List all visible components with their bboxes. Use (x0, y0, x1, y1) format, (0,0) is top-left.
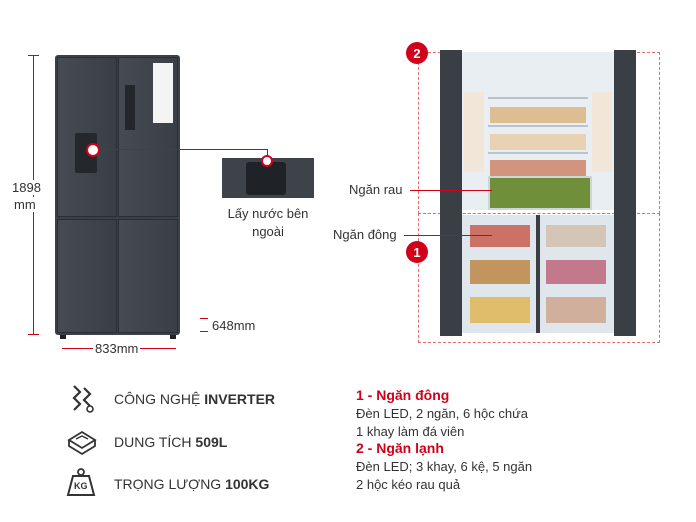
weight-icon: KG (66, 467, 96, 497)
badge-2: 2 (406, 42, 428, 64)
weight-icon-text: KG (74, 481, 88, 491)
control-panel (125, 85, 135, 130)
dispenser-closeup (222, 155, 314, 198)
fridge-line-1: Đèn LED; 3 khay, 6 kệ, 5 ngăn (356, 459, 533, 474)
height-tick-bottom (28, 334, 39, 335)
fridge-foot-right (170, 335, 176, 339)
freezer-box-2 (546, 225, 606, 247)
freezer-line-2: 1 khay làm đá viên (356, 424, 465, 439)
depth-value: 648mm (212, 318, 256, 333)
freezer-zone-box (418, 213, 660, 343)
callout-line-h (98, 149, 268, 150)
door-bin-right (592, 92, 612, 172)
food-row-1 (490, 107, 586, 123)
energy-sticker (153, 63, 173, 123)
freezer-label: Ngăn đông (333, 227, 397, 242)
height-unit: mm (14, 197, 36, 212)
height-dimension-line (33, 55, 34, 335)
crisper-pointer (410, 190, 492, 191)
closeup-dispenser (246, 162, 286, 195)
callout-line-v (267, 149, 268, 159)
badge-1: 1 (406, 241, 428, 263)
food-row-2 (490, 134, 586, 150)
compartment-notes: 1 - Ngăn đông Đèn LED, 2 ngăn, 6 hộc chứ… (356, 387, 686, 494)
food-row-3 (490, 160, 586, 176)
fridge-open (440, 50, 636, 336)
shelf-3 (488, 152, 588, 154)
shelf-1 (488, 97, 588, 99)
door-bottom-left (57, 219, 117, 333)
shelf-2 (488, 125, 588, 127)
feature-inverter: CÔNG NGHỆ INVERTER (114, 391, 276, 407)
fridge-foot-left (60, 335, 66, 339)
freezer-box-4 (546, 260, 606, 284)
freezer-box-5 (470, 297, 530, 323)
door-bin-left (464, 92, 484, 172)
inverter-icon (70, 384, 96, 414)
height-value: 1898 (12, 180, 41, 195)
freezer-pointer (404, 235, 492, 236)
dispenser-label: Lấy nước bên ngoài (227, 206, 309, 239)
depth-marker (200, 318, 208, 332)
dispenser-marker (86, 143, 100, 157)
left-door-open (440, 50, 462, 336)
freezer-box-1 (470, 225, 530, 247)
width-value: 833mm (93, 341, 141, 356)
feature-weight: TRỌNG LƯỢNG 100KG (114, 476, 270, 492)
freezer-box-6 (546, 297, 606, 323)
freezer-divider (536, 215, 540, 333)
capacity-icon (66, 428, 98, 456)
fridge-closed (55, 55, 180, 335)
crisper-label: Ngăn rau (349, 182, 403, 197)
height-tick-top (28, 55, 39, 56)
freezer-cavity (462, 215, 614, 333)
fridge-cavity (462, 52, 614, 210)
feature-capacity: DUNG TÍCH 509L (114, 434, 228, 450)
freezer-line-1: Đèn LED, 2 ngăn, 6 hộc chứa (356, 406, 529, 421)
door-bottom-right (118, 219, 178, 333)
right-door-open (614, 50, 636, 336)
closeup-marker (261, 155, 273, 167)
freezer-box-3 (470, 260, 530, 284)
freezer-title: 1 - Ngăn đông (356, 387, 450, 403)
fridge-title: 2 - Ngăn lạnh (356, 440, 444, 456)
crisper-drawer (488, 176, 592, 210)
fridge-line-2: 2 hộc kéo rau quả (356, 477, 461, 492)
